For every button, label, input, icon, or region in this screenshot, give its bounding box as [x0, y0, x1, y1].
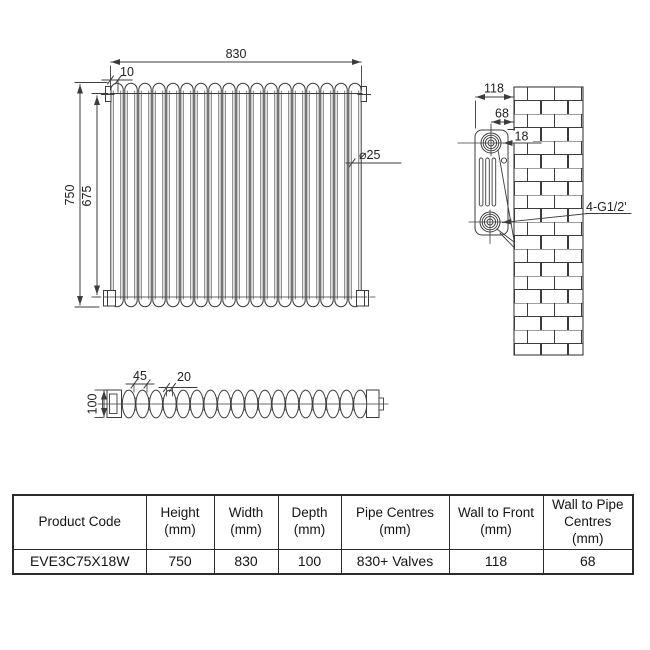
dim-text-830: 830 [226, 47, 247, 61]
dim-text-45: 45 [133, 369, 147, 383]
dim-text-100: 100 [86, 394, 100, 415]
cell-pipe-centres: 830+ Valves [340, 548, 450, 575]
valve-bottom-left [103, 290, 116, 307]
side-slot [485, 157, 490, 207]
radiator-column [222, 82, 236, 308]
radiator-column [180, 82, 194, 308]
side-slot [478, 157, 484, 207]
radiator-column [348, 82, 362, 308]
dim-text-20: 20 [177, 370, 191, 384]
brick-wall [513, 86, 584, 356]
dim-text-750: 750 [63, 185, 77, 206]
radiator-column [292, 82, 306, 308]
col-header-product-code: Product Code [12, 494, 147, 550]
dim-text-675: 675 [80, 186, 94, 207]
radiator-column [166, 82, 180, 308]
dim-height-750: 750 [63, 82, 108, 308]
bracket-line [499, 232, 515, 249]
radiator-column [110, 82, 124, 308]
spec-table-header-row: Product Code Height(mm) Width(mm) Depth(… [12, 494, 634, 550]
radiator-column [138, 82, 152, 308]
col-header-wall-to-front: Wall to Front(mm) [448, 494, 544, 550]
dim-tapping-675: 675 [80, 93, 109, 298]
dim-text-4-g12: 4-G1/2' [586, 200, 627, 214]
dim-width-830: 830 [110, 47, 362, 91]
dim-column-dia-25: ⌀25 [345, 148, 402, 168]
bracket-line [496, 228, 515, 243]
side-slot [491, 157, 497, 207]
col-header-depth: Depth(mm) [277, 494, 342, 550]
plan-view: 100 45 20 [86, 369, 389, 419]
cell-height: 750 [145, 548, 215, 575]
leader-top-pipe [497, 149, 515, 241]
radiator-column [152, 82, 166, 308]
side-hole [500, 157, 508, 164]
front-view-columns [110, 82, 362, 308]
radiator-column [250, 82, 264, 308]
radiator-column [124, 82, 138, 308]
spec-table: Product Code Height(mm) Width(mm) Depth(… [12, 494, 634, 575]
radiator-column [306, 82, 320, 308]
cell-width: 830 [213, 548, 279, 575]
radiator-column [334, 82, 348, 308]
dim-depth-100: 100 [86, 389, 108, 418]
dim-text-18: 18 [515, 130, 529, 144]
dim-wall-to-pipe-68: 68 [490, 107, 514, 132]
dim-pipe-offset-18: 18 [503, 130, 542, 146]
dim-text-10: 10 [120, 65, 134, 79]
cell-product-code: EVE3C75X18W [12, 548, 147, 575]
front-view: 830 10 750 675 ⌀25 [63, 47, 402, 308]
radiator-side-body [474, 129, 509, 236]
radiator-column [208, 82, 222, 308]
valve-bottom-right [356, 290, 369, 307]
col-header-height: Height(mm) [145, 494, 215, 550]
col-header-wall-to-pipe-centres: Wall to Pipe Centres(mm) [542, 494, 634, 550]
cell-wall-to-front: 118 [448, 548, 544, 575]
spec-table-data-row: EVE3C75X18W 750 830 100 830+ Valves 118 … [12, 548, 634, 575]
col-header-width: Width(mm) [213, 494, 279, 550]
dim-section-pitch-20: 20 [158, 370, 198, 397]
side-view: 118 68 18 4-G1/2' [457, 82, 633, 356]
dim-text-68: 68 [495, 107, 509, 121]
cell-depth: 100 [277, 548, 342, 575]
dim-wall-to-front-118: 118 [475, 82, 514, 129]
radiator-column [236, 82, 250, 308]
radiator-column [194, 82, 208, 308]
dim-text-118: 118 [484, 82, 504, 96]
radiator-column [320, 82, 334, 308]
label-connections: 4-G1/2' [502, 200, 633, 225]
radiator-column [278, 82, 292, 308]
col-header-pipe-centres: Pipe Centres(mm) [340, 494, 450, 550]
cell-wall-to-pipe-centres: 68 [542, 548, 634, 575]
dim-offset-10: 10 [101, 65, 134, 93]
dim-end-section-45: 45 [125, 369, 155, 393]
dim-text-dia25: ⌀25 [359, 148, 380, 162]
radiator-column [264, 82, 278, 308]
